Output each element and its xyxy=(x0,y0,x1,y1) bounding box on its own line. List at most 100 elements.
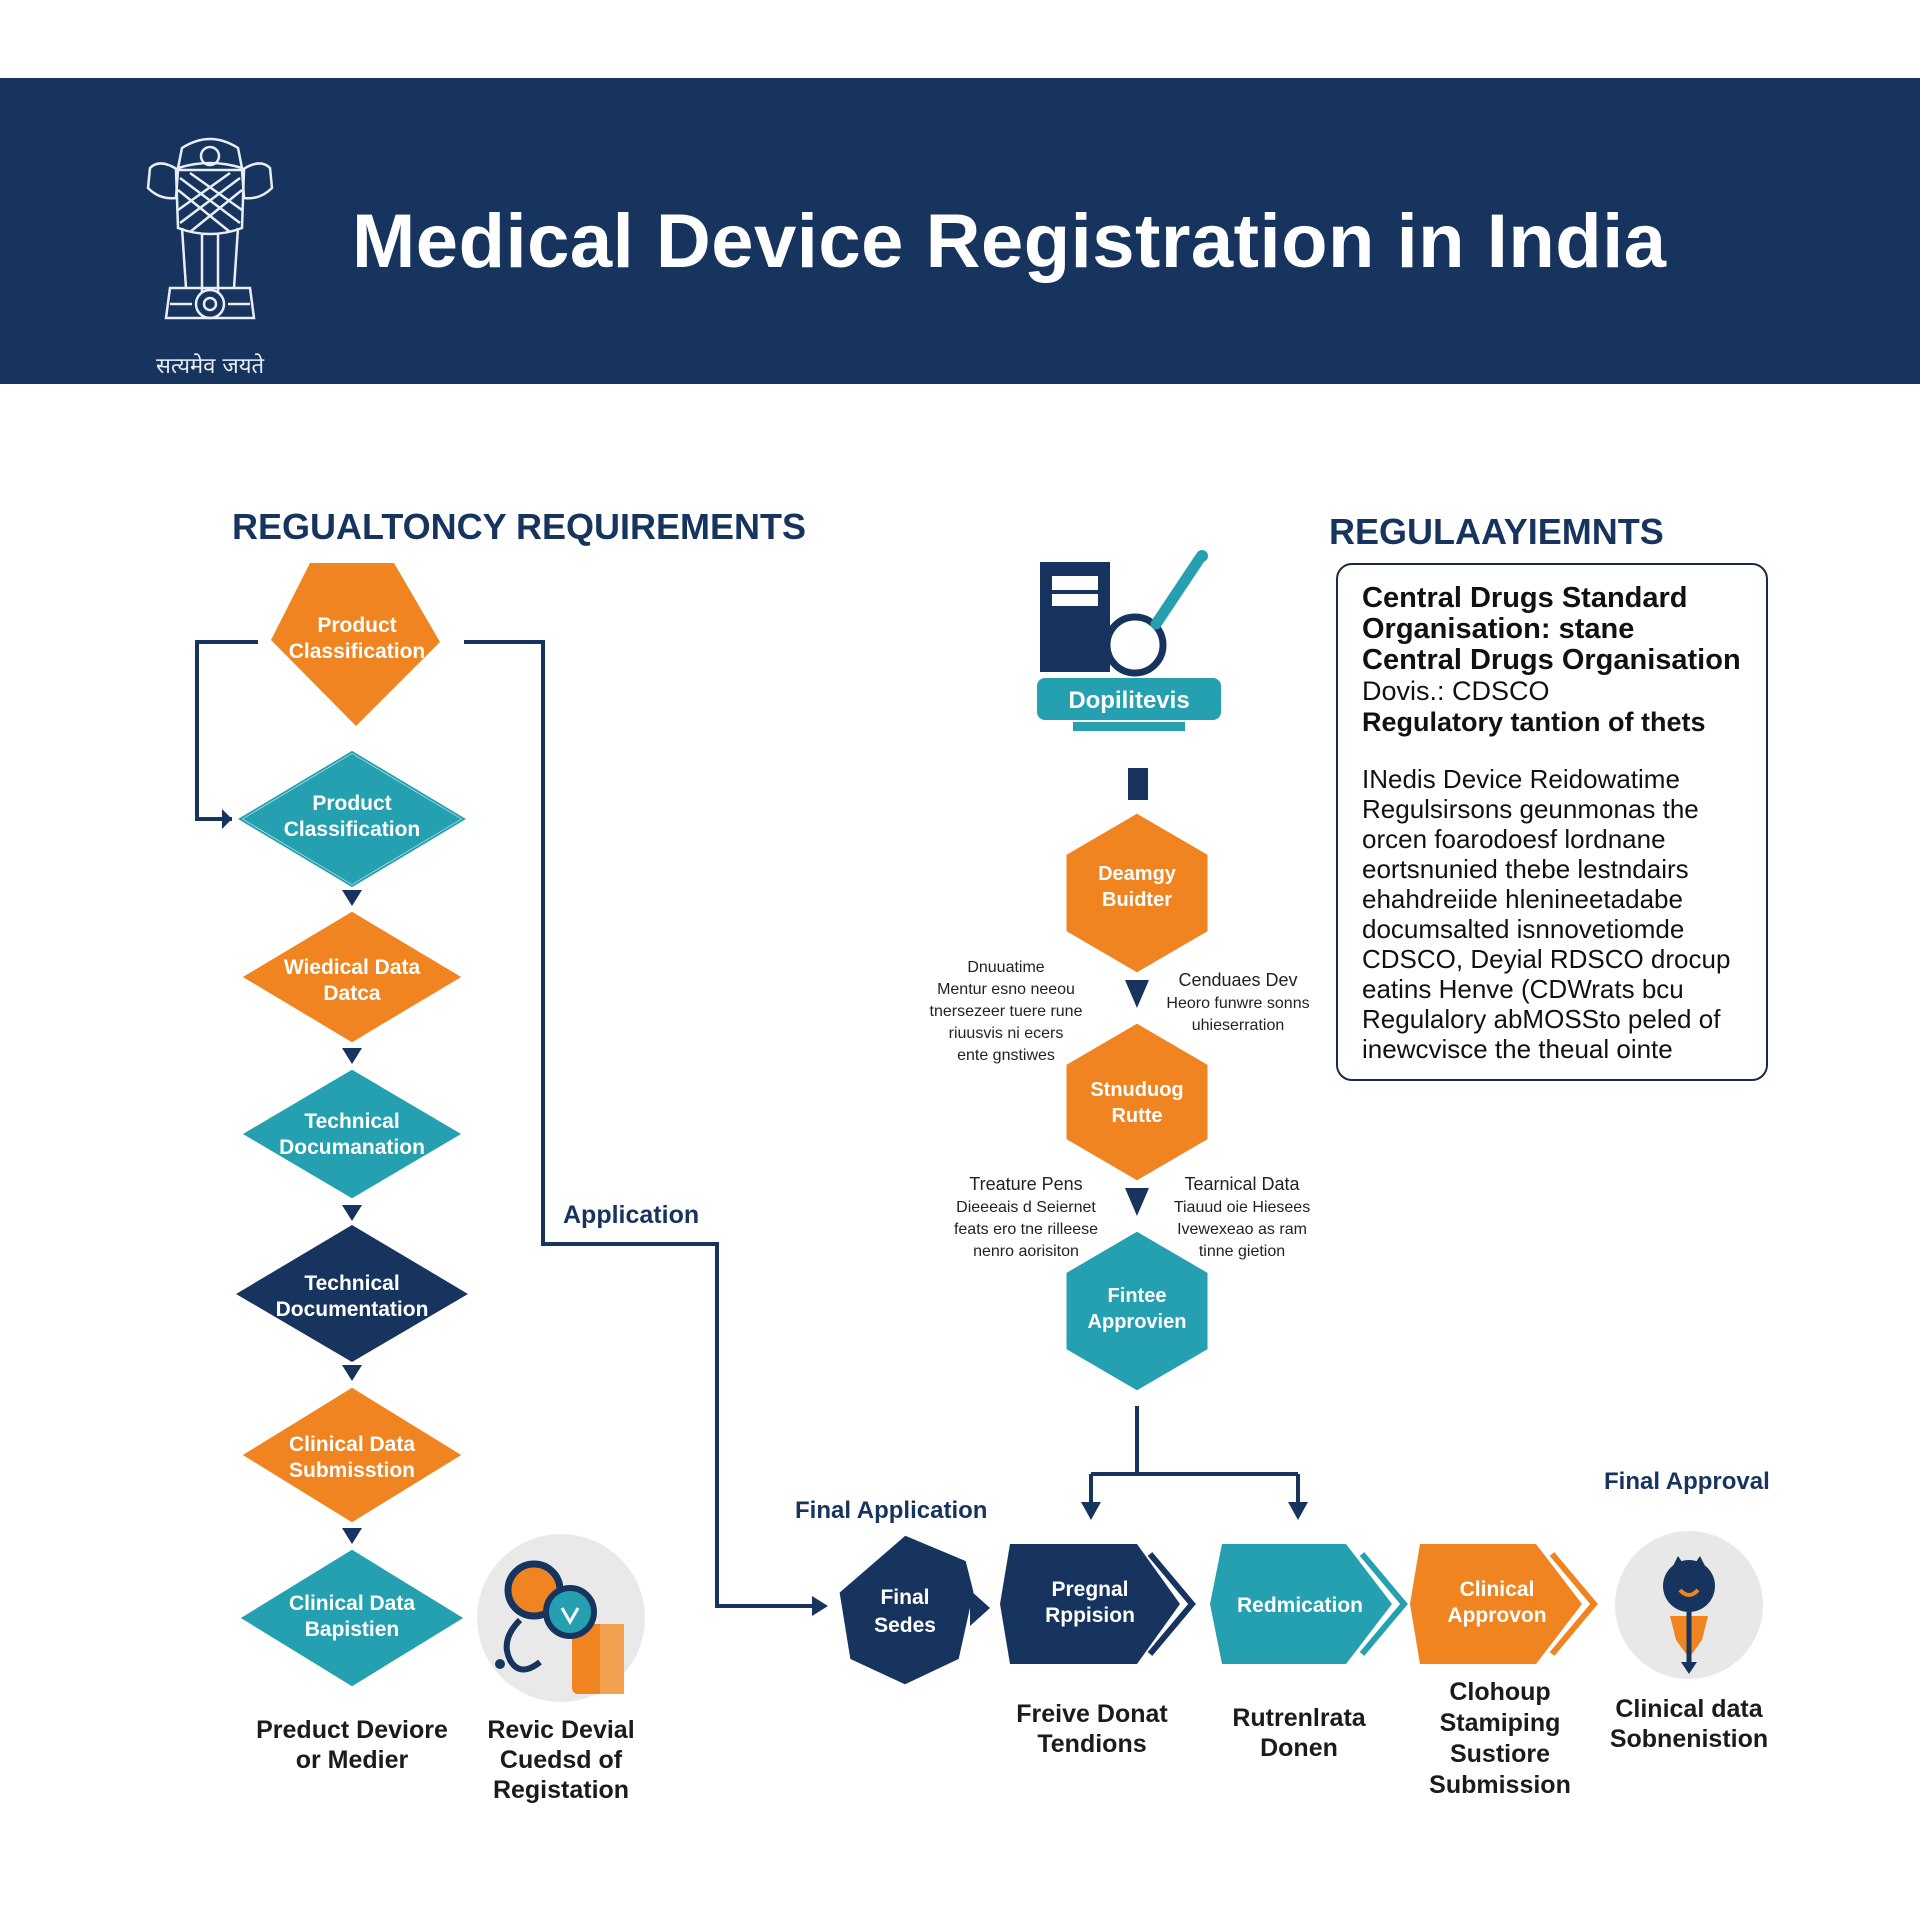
left-flow-node-3: Wiedical Data Datca xyxy=(237,908,467,1046)
bottom-node-4: Clinical Approvon xyxy=(1410,1544,1598,1664)
bottom-node-1: Final Sedes xyxy=(836,1532,990,1688)
svg-text:Wiedical Data: Wiedical Data xyxy=(284,956,421,979)
application-connector xyxy=(464,640,820,1608)
left-flow-node-5: Technical Documentation xyxy=(236,1225,468,1362)
svg-text:Documanation: Documanation xyxy=(279,1136,425,1159)
bottom-node-3: Redmication xyxy=(1210,1544,1408,1664)
machine-magnifier-icon xyxy=(1037,550,1221,800)
svg-text:Classification: Classification xyxy=(284,818,421,841)
national-emblem-icon xyxy=(146,137,274,320)
svg-text:Dieeeais d Seiernet: Dieeeais d Seiernet xyxy=(956,1199,1096,1216)
application-label: Application xyxy=(563,1201,699,1229)
right-section-heading: REGULAAYIEMNTS xyxy=(1329,511,1664,552)
caption-left2-line3: Registation xyxy=(493,1776,629,1804)
caption-left2-line1: Revic Devial xyxy=(487,1716,634,1744)
svg-text:Clinical: Clinical xyxy=(1460,1578,1535,1601)
info-line-1: Central Drugs Standard xyxy=(1362,582,1688,614)
svg-text:Stnuduog: Stnuduog xyxy=(1090,1079,1183,1101)
svg-text:Clinical Data: Clinical Data xyxy=(289,1433,415,1456)
info-line-2: Organisation: stane xyxy=(1362,613,1635,645)
svg-text:Approvien: Approvien xyxy=(1088,1311,1187,1333)
center-hex-1: Deamgy Buidter xyxy=(1063,810,1211,976)
caption-b3-line4: Submission xyxy=(1429,1771,1571,1799)
svg-text:Sedes: Sedes xyxy=(874,1614,936,1637)
left-flow-node-4: Technical Documanation xyxy=(237,1066,467,1202)
svg-text:Fintee: Fintee xyxy=(1108,1285,1167,1307)
caption-b3-line2: Stamiping xyxy=(1440,1709,1561,1737)
header-banner xyxy=(0,78,1920,384)
left-flow-node-6: Clinical Data Submisstion xyxy=(237,1384,467,1526)
svg-text:Datca: Datca xyxy=(323,982,381,1005)
info-line-5: Regulatory tantion of thets xyxy=(1362,707,1706,737)
info-paragraph: INedis Device Reidowatime Regulsirsons g… xyxy=(1362,764,1731,1064)
approval-seal-icon xyxy=(1615,1531,1763,1679)
svg-text:Buidter: Buidter xyxy=(1102,889,1172,911)
emblem-caption: सत्यमेव जयते xyxy=(155,354,265,379)
svg-text:tnersezeer tuere rune: tnersezeer tuere rune xyxy=(930,1003,1083,1020)
center-note-left-2: Treature Pens Dieeeais d Seiernet feats … xyxy=(954,1174,1098,1260)
caption-left1-line1: Preduct Deviore xyxy=(256,1716,448,1744)
center-note-right-2: Tearnical Data Tiauud oie Hiesees Ivewex… xyxy=(1174,1174,1310,1260)
caption-b4-line1: Clinical data xyxy=(1615,1695,1763,1723)
svg-text:riuusvis ni ecers: riuusvis ni ecers xyxy=(949,1025,1064,1042)
center-hex-3: Fintee Approvien xyxy=(1063,1228,1211,1394)
svg-text:Product: Product xyxy=(312,792,391,815)
svg-text:Treature Pens: Treature Pens xyxy=(969,1174,1082,1194)
svg-text:Pregnal: Pregnal xyxy=(1051,1578,1128,1601)
svg-text:Final: Final xyxy=(880,1586,929,1609)
svg-text:Ivewexeao as ram: Ivewexeao as ram xyxy=(1177,1221,1307,1238)
caption-b1-line2: Tendions xyxy=(1037,1730,1146,1758)
svg-text:Submisstion: Submisstion xyxy=(289,1459,415,1482)
svg-text:ente gnstiwes: ente gnstiwes xyxy=(957,1047,1055,1064)
caption-b4-line2: Sobnenistion xyxy=(1610,1725,1768,1753)
loop-connector xyxy=(195,640,258,821)
svg-text:Documentation: Documentation xyxy=(276,1298,429,1321)
info-line-4: Dovis.: CDSCO xyxy=(1362,676,1550,706)
center-note-right-1: Cenduaes Dev Heoro funwre sonns uhieserr… xyxy=(1166,970,1309,1034)
left-flow-node-7: Clinical Data Bapistien xyxy=(235,1546,469,1690)
svg-text:Redmication: Redmication xyxy=(1237,1594,1363,1617)
svg-text:feats ero tne rilleese: feats ero tne rilleese xyxy=(954,1221,1098,1238)
left-section-heading: REGUALTONCY REQUIREMENTS xyxy=(232,506,807,547)
svg-text:Tearnical Data: Tearnical Data xyxy=(1184,1174,1300,1194)
info-line-3: Central Drugs Organisation xyxy=(1362,644,1741,676)
medical-product-icon xyxy=(477,1534,645,1702)
svg-text:uhieserration: uhieserration xyxy=(1192,1017,1285,1034)
center-hex-2: Stnuduog Rutte xyxy=(1063,1020,1211,1184)
svg-text:Cenduaes Dev: Cenduaes Dev xyxy=(1178,970,1297,990)
caption-left1-line2: or Medier xyxy=(296,1746,409,1774)
svg-text:nenro aorisiton: nenro aorisiton xyxy=(973,1243,1079,1260)
svg-text:Rutte: Rutte xyxy=(1111,1105,1162,1127)
svg-text:Classification: Classification xyxy=(289,640,426,663)
svg-text:Approvon: Approvon xyxy=(1447,1604,1546,1627)
svg-text:Technical: Technical xyxy=(304,1110,399,1133)
final-application-label: Final Application xyxy=(795,1497,987,1524)
center-note-left-1: Dnuuatime Mentur esno neeou tnersezeer t… xyxy=(930,959,1083,1064)
svg-text:Product: Product xyxy=(317,614,396,637)
svg-text:Rppision: Rppision xyxy=(1045,1604,1135,1627)
cdsco-info-box: Central Drugs Standard Organisation: sta… xyxy=(1336,563,1768,1081)
caption-left2-line2: Cuedsd of xyxy=(500,1746,623,1774)
svg-text:Dnuuatime: Dnuuatime xyxy=(967,959,1044,976)
svg-text:tinne gietion: tinne gietion xyxy=(1199,1243,1285,1260)
svg-text:Deamgy: Deamgy xyxy=(1098,863,1177,885)
caption-b2-line2: Donen xyxy=(1260,1734,1338,1762)
caption-b3-line1: Clohoup xyxy=(1449,1678,1550,1706)
svg-text:Clinical Data: Clinical Data xyxy=(289,1592,415,1615)
caption-b2-line1: Rutrenlrata xyxy=(1232,1704,1366,1732)
svg-text:Technical: Technical xyxy=(304,1272,399,1295)
caption-b3-line3: Sustiore xyxy=(1450,1740,1550,1768)
caption-b1-line1: Freive Donat xyxy=(1016,1700,1168,1728)
final-approval-label: Final Approval xyxy=(1604,1468,1770,1495)
svg-text:Bapistien: Bapistien xyxy=(305,1618,400,1641)
page-title: Medical Device Registration in India xyxy=(352,199,1667,284)
left-flow-node-2: Product Classification xyxy=(237,750,467,888)
svg-text:Heoro funwre sonns: Heoro funwre sonns xyxy=(1166,995,1309,1012)
svg-text:Tiauud oie Hiesees: Tiauud oie Hiesees xyxy=(1174,1199,1310,1216)
left-flow-node-1: Product Classification xyxy=(271,563,440,726)
svg-text:Mentur esno neeou: Mentur esno neeou xyxy=(937,981,1075,998)
bottom-node-2: Pregnal Rppision xyxy=(1000,1544,1196,1664)
split-connector xyxy=(1089,1406,1300,1506)
left-flow-arrows xyxy=(342,890,362,1544)
